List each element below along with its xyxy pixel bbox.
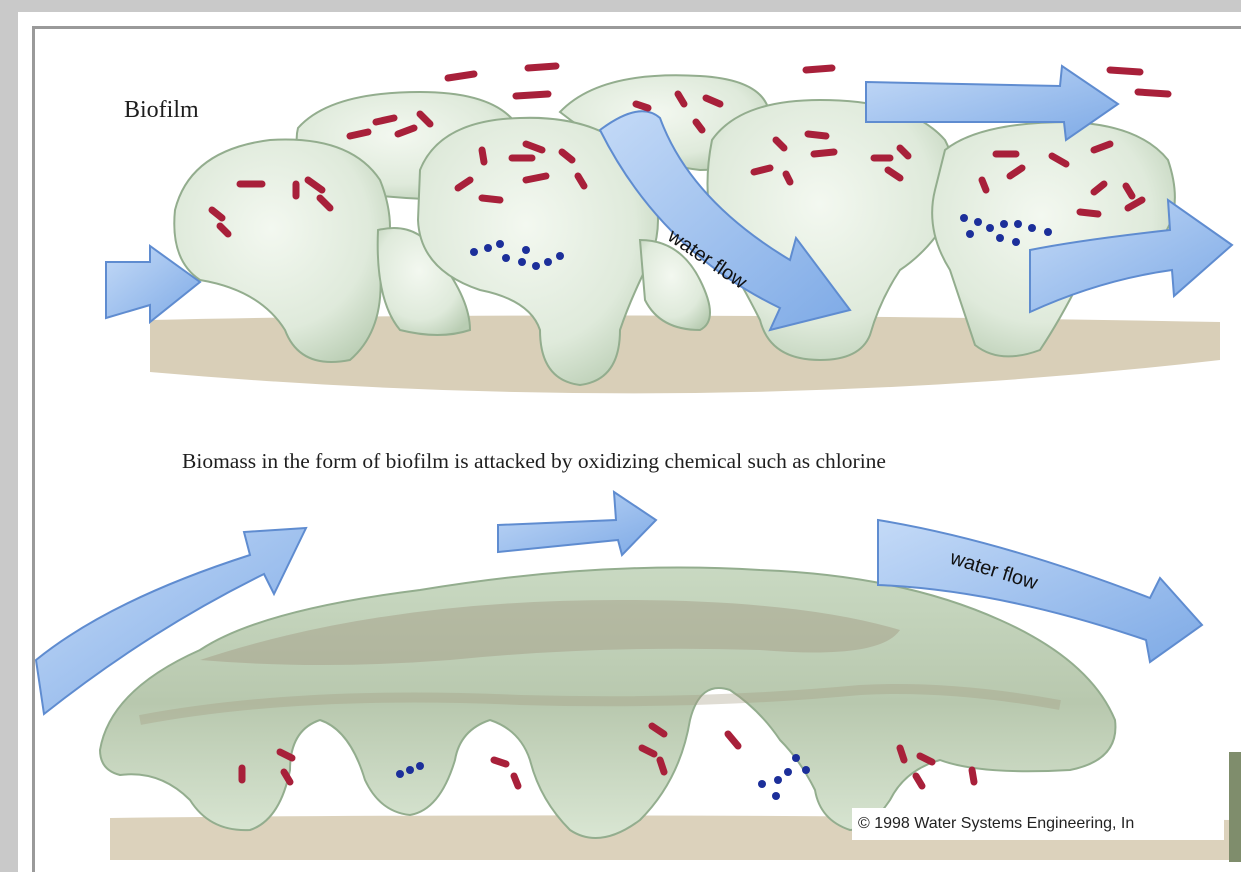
biofilm-title: Biofilm <box>124 97 199 124</box>
caption: Biomass in the form of biofilm is attack… <box>182 449 886 474</box>
corner-photo-fragment <box>1229 752 1241 862</box>
lower-biofilm <box>100 568 1115 839</box>
arrow-icon <box>498 492 656 555</box>
copyright-notice: © 1998 Water Systems Engineering, In <box>852 808 1224 840</box>
